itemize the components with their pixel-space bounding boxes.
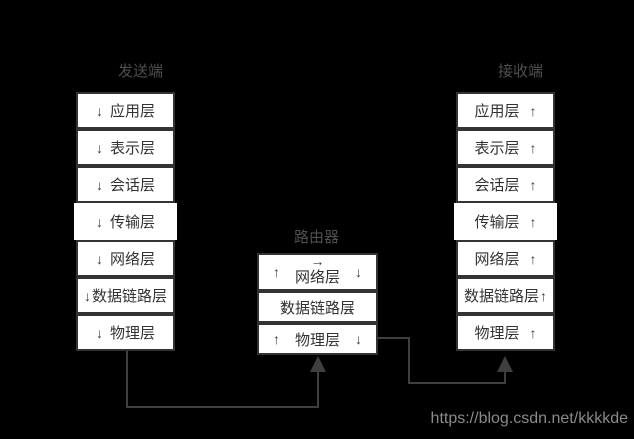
receiver-layer-application: 应用层 ↑	[456, 92, 555, 129]
connector-sender-to-router	[126, 351, 319, 408]
router-layer-physical: ↑ 物理层 ↓	[257, 323, 378, 355]
up-arrow-icon: ↑	[273, 331, 280, 347]
sender-layer-presentation: ↓ 表示层	[76, 129, 175, 166]
layer-label: 传输层	[109, 214, 155, 231]
receiver-layer-network: 网络层 ↑	[456, 240, 555, 277]
down-arrow-icon: ↓	[355, 331, 362, 347]
arrowhead-into-router-icon	[310, 356, 326, 372]
layer-label: 会话层	[474, 177, 520, 194]
layer-label: 数据链路层	[91, 288, 167, 305]
up-arrow-icon: ↑	[273, 264, 280, 280]
receiver-layer-presentation: 表示层 ↑	[456, 129, 555, 166]
arrowhead-into-receiver-icon	[497, 356, 513, 372]
layer-label: 网络层	[109, 251, 155, 268]
watermark-url: https://blog.csdn.net/kkkkde	[430, 410, 628, 427]
sender-layer-session: ↓ 会话层	[76, 166, 175, 203]
layer-label: 物理层	[109, 325, 155, 342]
down-arrow-icon: ↓	[95, 250, 103, 267]
up-arrow-icon: ↑	[529, 250, 537, 267]
down-arrow-icon: ↓	[355, 264, 362, 280]
layer-label: 数据链路层	[279, 299, 355, 317]
layer-label: 网络层	[474, 251, 520, 268]
receiver-layer-datalink: 数据链路层 ↑	[456, 277, 555, 314]
router-layer-datalink: ↑ 数据链路层 ↓	[257, 291, 378, 323]
layer-label: 会话层	[109, 177, 155, 194]
up-arrow-icon: ↑	[529, 324, 537, 341]
layer-label: 表示层	[474, 140, 520, 157]
receiver-layer-physical: 物理层 ↑	[456, 314, 555, 351]
up-arrow-icon: ↑	[540, 287, 547, 304]
layer-label: 应用层	[474, 103, 520, 120]
layer-label: 网络层	[294, 269, 340, 286]
up-arrow-icon: ↑	[529, 213, 537, 230]
down-arrow-icon: ↓	[95, 102, 103, 119]
layer-label: 物理层	[294, 331, 340, 349]
up-arrow-icon: ↑	[529, 102, 537, 119]
sender-layer-stack: ↓ 应用层 ↓ 表示层 ↓ 会话层 ↓ 传输层 ↓ 网络层 ↓ 数据链路层 ↓ …	[74, 92, 179, 351]
down-arrow-icon: ↓	[347, 299, 354, 315]
right-arrow-icon: →	[310, 253, 325, 269]
router-title: 路由器	[294, 229, 340, 246]
up-arrow-icon: ↑	[529, 176, 537, 193]
layer-label: 应用层	[109, 103, 155, 120]
layer-label: 表示层	[109, 140, 155, 157]
down-arrow-icon: ↓	[95, 324, 103, 341]
up-arrow-icon: ↑	[281, 299, 288, 315]
connector-router-to-receiver	[378, 337, 506, 384]
receiver-layer-transport: 传输层 ↑	[454, 203, 557, 240]
down-arrow-icon: ↓	[95, 139, 103, 156]
layer-label: 传输层	[474, 214, 520, 231]
sender-layer-transport: ↓ 传输层	[74, 203, 177, 240]
sender-layer-datalink: ↓ 数据链路层	[76, 277, 175, 314]
up-arrow-icon: ↑	[529, 139, 537, 156]
sender-title: 发送端	[118, 63, 164, 80]
sender-layer-network: ↓ 网络层	[76, 240, 175, 277]
down-arrow-icon: ↓	[95, 213, 103, 230]
layer-label: 物理层	[474, 325, 520, 342]
down-arrow-icon: ↓	[95, 176, 103, 193]
layer-label: 数据链路层	[463, 288, 539, 305]
sender-layer-physical: ↓ 物理层	[76, 314, 175, 351]
down-arrow-icon: ↓	[83, 287, 91, 304]
sender-layer-application: ↓ 应用层	[76, 92, 175, 129]
router-layer-network: ↑ → 网络层 ↓	[257, 253, 378, 291]
receiver-layer-stack: 应用层 ↑ 表示层 ↑ 会话层 ↑ 传输层 ↑ 网络层 ↑ 数据链路层 ↑ 物理…	[454, 92, 559, 351]
receiver-layer-session: 会话层 ↑	[456, 166, 555, 203]
router-layer-stack: ↑ → 网络层 ↓ ↑ 数据链路层 ↓ ↑ 物理层 ↓	[257, 253, 378, 355]
receiver-title: 接收端	[498, 63, 544, 80]
